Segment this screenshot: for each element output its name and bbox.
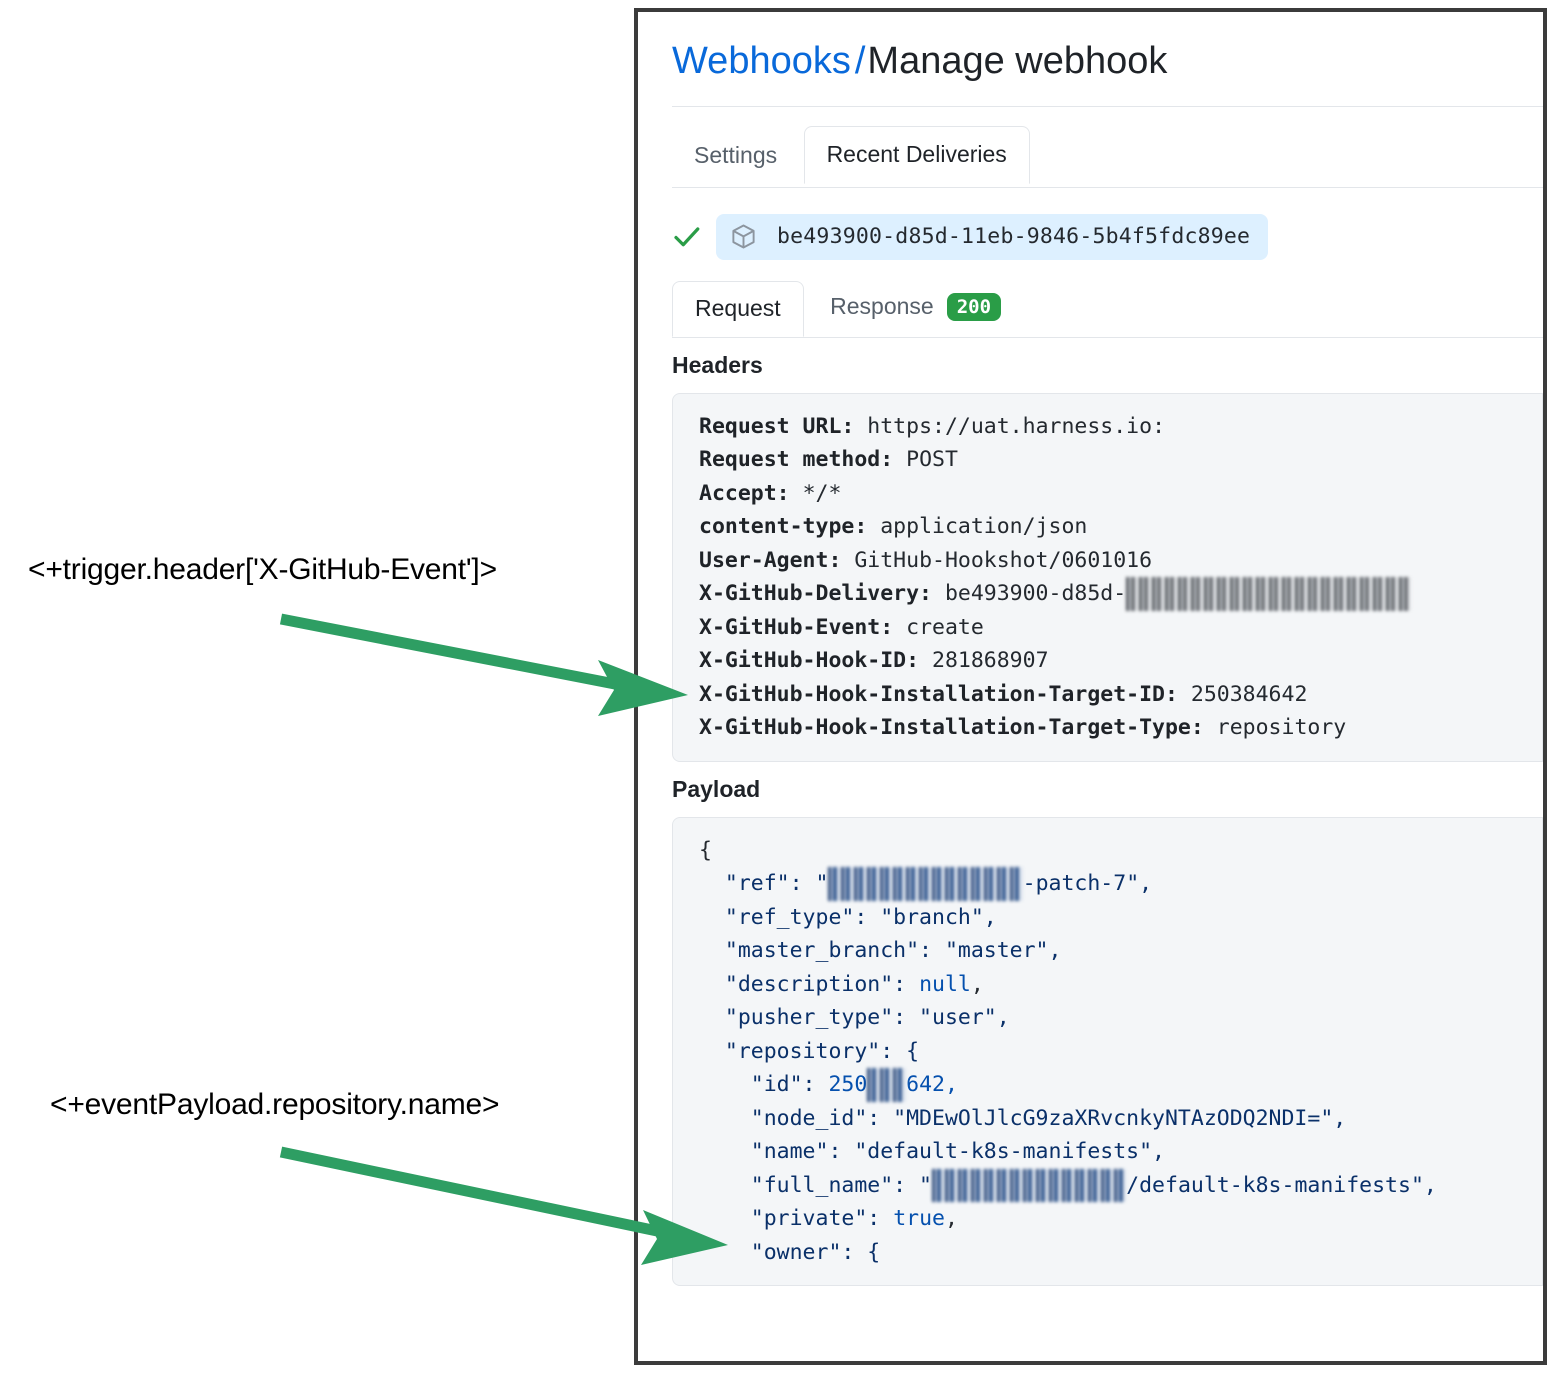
payload-key-private: "private": [750, 1206, 881, 1232]
payload-open-brace: { [699, 837, 712, 863]
payload-value-id-suffix: 642, [906, 1072, 958, 1098]
payload-key-description: "description": [724, 971, 907, 997]
payload-section-label: Payload [672, 775, 761, 802]
payload-value-private: true [893, 1206, 945, 1232]
payload-line-repository-open: "repository": { [724, 1038, 920, 1064]
headers-section-label: Headers [672, 351, 763, 378]
header-value-accept: */* [802, 480, 842, 506]
tab-response[interactable]: Response 200 [808, 278, 1023, 337]
status-badge: 200 [946, 292, 1002, 321]
breadcrumb: Webhooks/Manage webhook [638, 12, 1543, 84]
payload-key-full-name: "full_name": " [750, 1172, 932, 1198]
tab-request-label: Request [695, 294, 781, 321]
request-response-tabbar: Request Response 200 [672, 278, 1543, 338]
payload-line-node-id: "node_id": "MDEwOlJlcG9zaXRvcnkyNTAzODQ2… [750, 1105, 1347, 1131]
header-name-x-github-delivery: X-GitHub-Delivery: [699, 581, 932, 607]
header-value-x-github-event: create [906, 614, 984, 640]
header-name-request-url: Request URL: [699, 413, 855, 439]
header-value-hook-installation-target-type: repository [1216, 715, 1347, 741]
payload-value-ref-suffix: -patch-7", [1022, 871, 1153, 897]
payload-value-full-name-suffix: /default-k8s-manifests", [1126, 1172, 1437, 1198]
header-name-x-github-event: X-GitHub-Event: [699, 614, 894, 640]
tabbar-underline [672, 186, 1543, 188]
payload-line-pusher-type: "pusher_type": "user", [724, 1005, 1010, 1031]
payload-line-owner-open: "owner": { [750, 1239, 881, 1265]
subtabbar-underline [672, 336, 1543, 338]
header-value-x-github-hook-id: 281868907 [932, 648, 1049, 674]
breadcrumb-separator: / [854, 40, 866, 82]
header-value-user-agent: GitHub-Hookshot/0601016 [854, 547, 1153, 573]
payload-key-ref: "ref": [724, 871, 803, 897]
payload-value-description: null [919, 971, 971, 997]
annotation-label-trigger-header: <+trigger.header['X-GitHub-Event']> [28, 553, 497, 586]
payload-line-master-branch: "master_branch": "master", [724, 938, 1062, 964]
header-name-accept: Accept: [699, 480, 790, 506]
payload-code-block: { "ref": "michaelcretzman-patch-7", "ref… [672, 816, 1543, 1287]
header-name-request-method: Request method: [699, 447, 894, 473]
tab-settings[interactable]: Settings [694, 141, 778, 168]
redacted-delivery-tail: 11eb-9846-5b4f5fdc89ee [1126, 577, 1411, 611]
annotation-label-event-payload: <+eventPayload.repository.name> [50, 1088, 500, 1121]
delivery-id-text: be493900-d85d-11eb-9846-5b4f5fdc89ee [777, 224, 1251, 250]
header-value-hook-installation-target-id: 250384642 [1190, 681, 1308, 707]
header-name-hook-installation-target-id: X-GitHub-Hook-Installation-Target-ID: [699, 681, 1178, 707]
payload-key-id: "id": [750, 1072, 816, 1098]
cube-icon [732, 224, 755, 249]
header-value-x-github-delivery: be493900-d85d- [944, 581, 1127, 607]
page-title: Manage webhook [867, 40, 1168, 82]
header-value-request-method: POST [906, 447, 958, 473]
headers-code-block: Request URL: https://uat.harness.io: Req… [672, 392, 1543, 762]
redacted-repo-id: 384 [867, 1068, 907, 1102]
payload-line-repository-name: "name": "default-k8s-manifests", [750, 1139, 1165, 1165]
header-name-user-agent: User-Agent: [699, 547, 842, 573]
redacted-ref-username: michaelcretzman [828, 867, 1023, 901]
redacted-full-name-owner: michaelcretzman [932, 1168, 1127, 1203]
primary-tabbar: Settings Recent Deliveries [672, 125, 1543, 188]
tab-response-label: Response [830, 293, 934, 320]
tab-request[interactable]: Request [672, 280, 804, 337]
payload-value-id-prefix: 250 [828, 1072, 868, 1098]
header-value-request-url: https://uat.harness.io: [867, 413, 1166, 439]
delivery-chip[interactable]: be493900-d85d-11eb-9846-5b4f5fdc89ee [716, 213, 1269, 260]
delivery-row: be493900-d85d-11eb-9846-5b4f5fdc89ee [672, 213, 1543, 260]
header-divider [672, 105, 1543, 107]
header-name-x-github-hook-id: X-GitHub-Hook-ID: [699, 648, 920, 674]
breadcrumb-link-webhooks[interactable]: Webhooks [672, 40, 851, 82]
header-name-hook-installation-target-type: X-GitHub-Hook-Installation-Target-Type: [699, 715, 1204, 741]
tab-recent-deliveries[interactable]: Recent Deliveries [803, 125, 1030, 184]
arrow-to-x-github-event [279, 613, 688, 716]
header-name-content-type: content-type: [699, 514, 868, 540]
payload-line-ref-type: "ref_type": "branch", [724, 904, 997, 930]
webhook-panel: Webhooks/Manage webhook Settings Recent … [634, 8, 1547, 1365]
check-icon [674, 227, 700, 247]
header-value-content-type: application/json [880, 514, 1088, 540]
